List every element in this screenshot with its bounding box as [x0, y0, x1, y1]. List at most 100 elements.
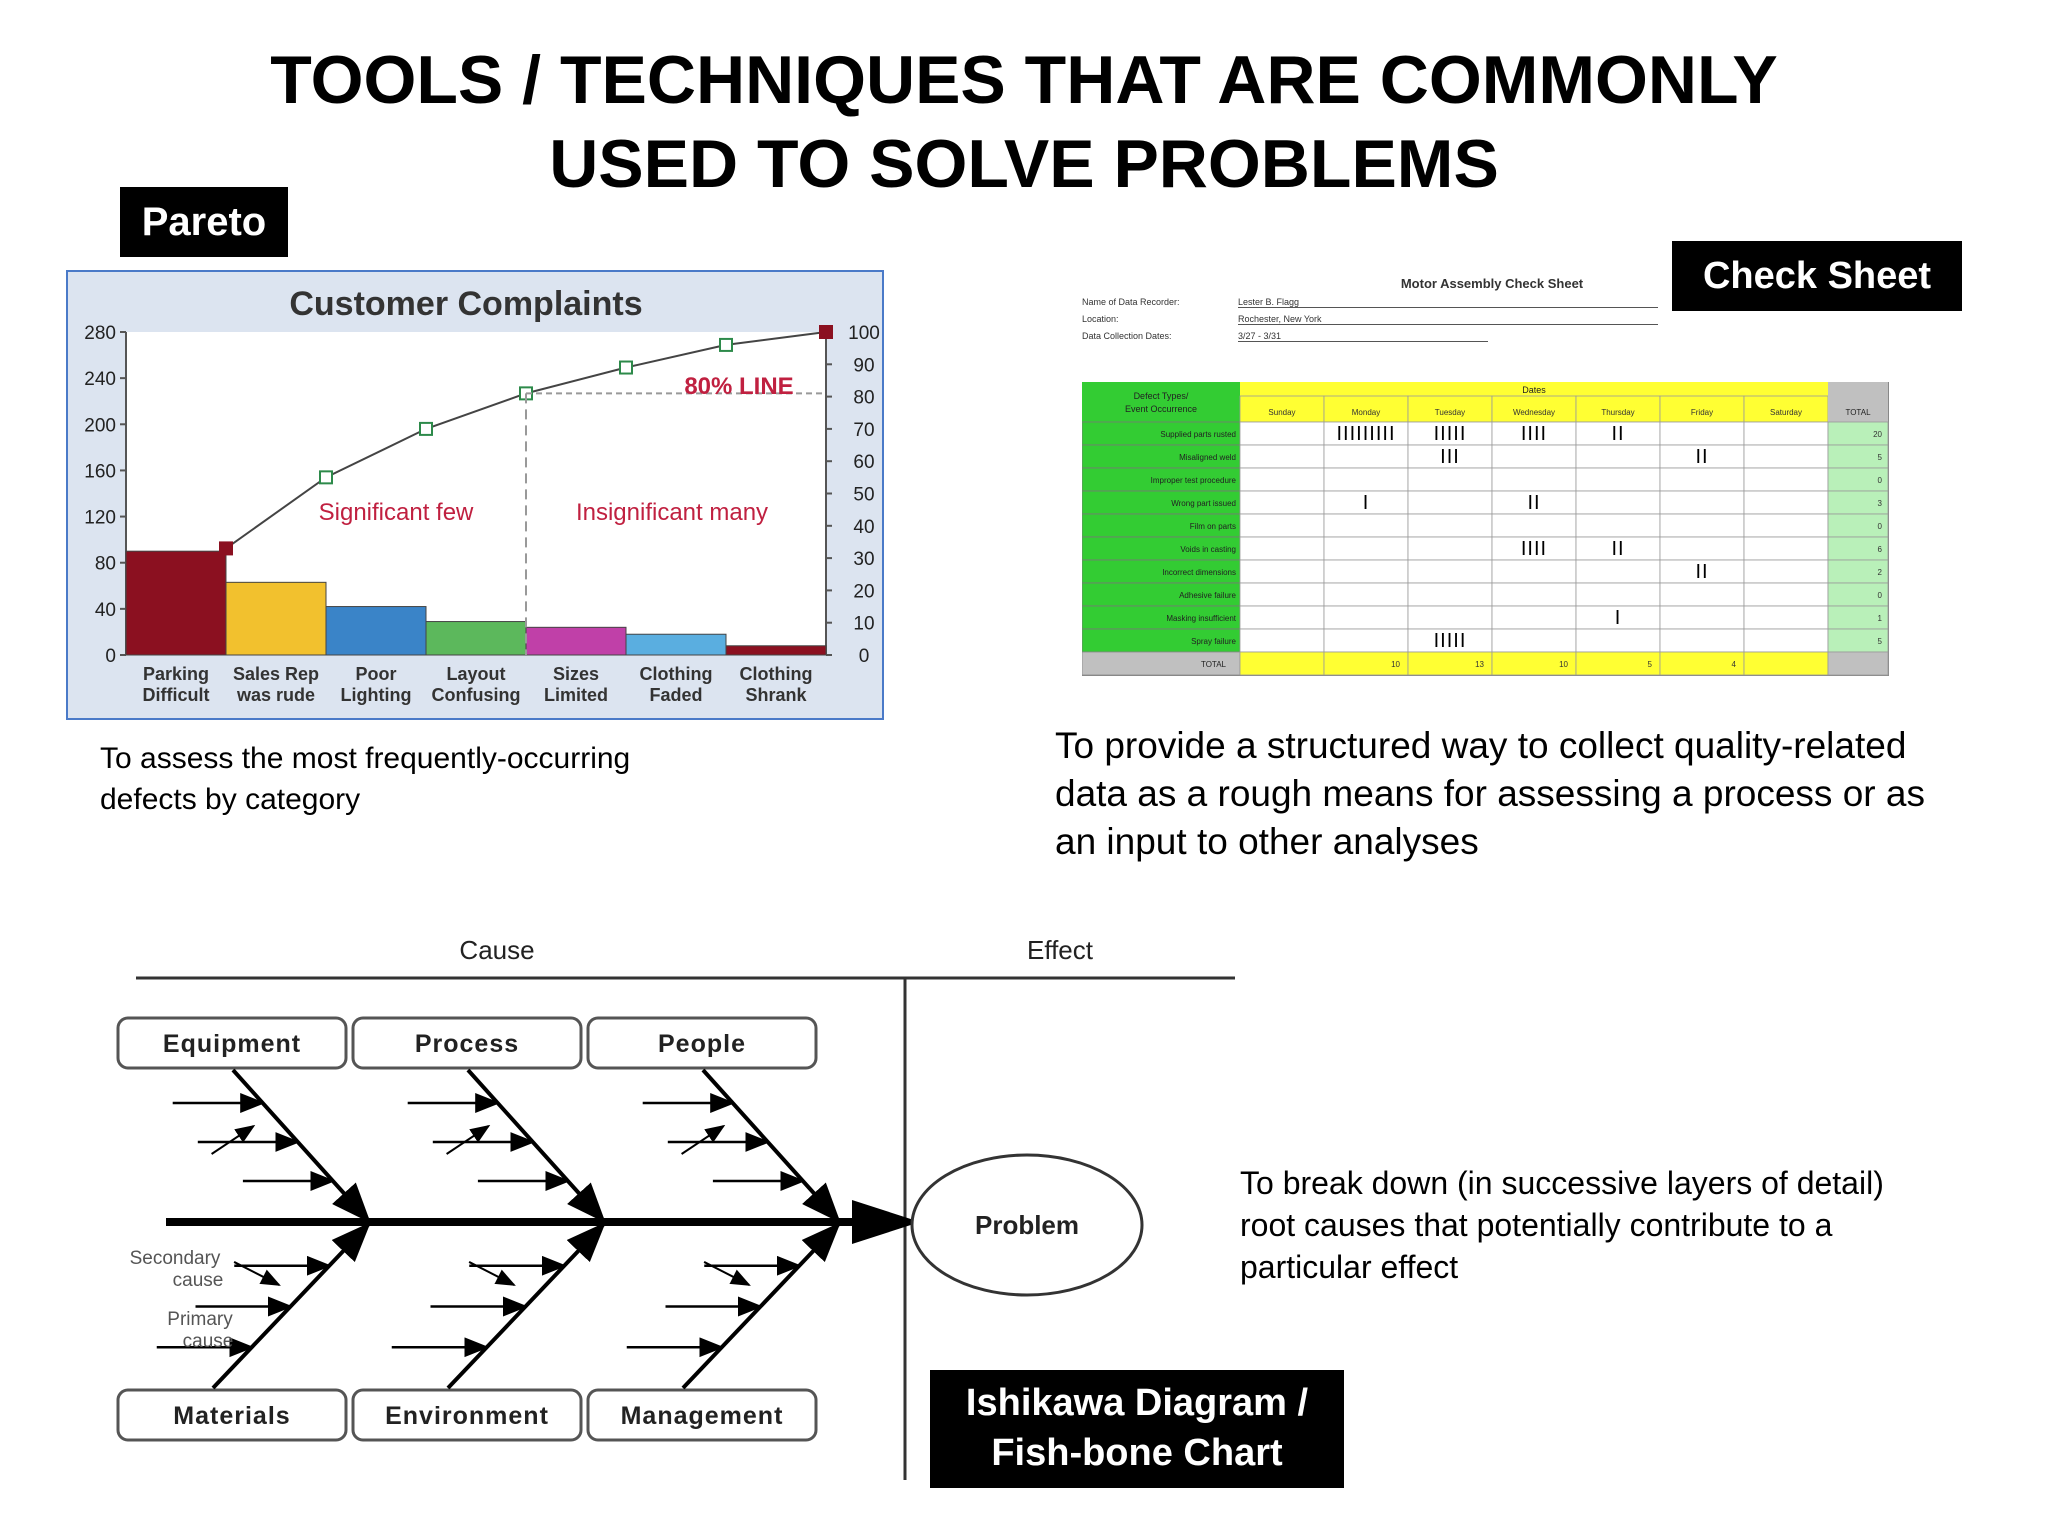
fishbone-description: To break down (in successive layers of d…: [1240, 1162, 1884, 1288]
primary-bone: [701, 1068, 841, 1223]
significant-few-label: Significant few: [319, 499, 474, 526]
header-day-cell: [1491, 395, 1577, 423]
x-tick-label-line1: Sales Rep: [233, 664, 319, 684]
header-defect-line2: Event Occurrence: [1125, 404, 1197, 414]
grand-total-cell: [1827, 651, 1889, 676]
defect-name: Adhesive failure: [1179, 591, 1236, 600]
tally-cell: [1491, 513, 1577, 538]
check-sheet-table: Defect Types/Event OccurrenceDatesSunday…: [1082, 382, 1889, 676]
tally-cell: [1659, 467, 1745, 492]
y2-tick-label: 50: [853, 485, 874, 506]
y2-tick-label: 40: [853, 517, 874, 538]
header-defect-cell: [1082, 382, 1240, 422]
total-row-label: TOTAL: [1201, 660, 1227, 669]
check-sheet-meta-value: Rochester, New York: [1238, 314, 1658, 325]
header-day-label: Thursday: [1601, 408, 1634, 417]
secondary-cause-label-line2: cause: [173, 1270, 224, 1291]
pareto-chart: Customer Complaints 04080120160200240280…: [66, 270, 884, 720]
x-tick-label-line2: was rude: [236, 685, 315, 705]
tally-cell: [1239, 444, 1325, 469]
tally-cell: [1239, 536, 1325, 561]
tally-cell: [1323, 444, 1409, 469]
tally-cell: [1407, 513, 1493, 538]
defect-name: Improper test procedure: [1151, 476, 1237, 485]
tally-marks: II: [1611, 538, 1624, 560]
tally-cell: [1743, 467, 1829, 492]
tally-cell: [1491, 628, 1577, 653]
eighty-percent-label: 80% LINE: [684, 373, 793, 400]
cumulative-point: [419, 421, 433, 436]
y2-tick-label: 80: [853, 388, 874, 409]
x-tick-label-line1: Clothing: [640, 664, 713, 684]
tally-marks: I: [1615, 607, 1622, 629]
cumulative-point: [619, 360, 633, 375]
check-sheet-meta-value: Lester B. Flagg: [1238, 297, 1658, 308]
y2-tick-label: 20: [853, 581, 874, 602]
row-total: 2: [1878, 568, 1883, 577]
tally-cell: [1323, 582, 1409, 607]
defect-name: Wrong part issued: [1171, 499, 1236, 508]
tally-cell: [1407, 467, 1493, 492]
fishbone-description-line2: root causes that potentially contribute …: [1240, 1207, 1833, 1243]
row-total: 0: [1878, 591, 1883, 600]
row-total: 0: [1878, 476, 1883, 485]
problem-label: Problem: [975, 1210, 1079, 1240]
y2-tick-label: 30: [853, 549, 874, 570]
cumulative-point: [219, 541, 233, 556]
tally-cell: [1743, 444, 1829, 469]
pareto-bar: [225, 581, 327, 656]
tally-marks: IIII: [1521, 423, 1547, 445]
tally-cell: [1323, 605, 1409, 630]
check-sheet-description-line1: To provide a structured way to collect q…: [1055, 725, 1907, 766]
x-tick-label-line1: Layout: [446, 664, 505, 684]
pareto-bar: [325, 606, 427, 656]
top-category-label: Equipment: [163, 1030, 301, 1058]
defect-name: Masking insufficient: [1166, 614, 1236, 623]
x-tick-label-line2: Faded: [649, 685, 702, 705]
pareto-description: To assess the most frequently-occurring …: [100, 738, 630, 820]
row-total: 5: [1878, 453, 1883, 462]
tally-cell: [1407, 536, 1493, 561]
y2-tick-label: 0: [859, 646, 870, 667]
x-tick-label-line1: Parking: [143, 664, 209, 684]
fishbone-label-line1: Ishikawa Diagram /: [965, 1382, 1309, 1424]
header-day-cell: [1743, 395, 1829, 423]
tally-cell: [1239, 559, 1325, 584]
header-day-cell: [1323, 395, 1409, 423]
header-dates-label: Dates: [1522, 385, 1546, 395]
tertiary-bone: [233, 1261, 281, 1286]
tally-cell: [1743, 582, 1829, 607]
y2-tick-label: 60: [853, 452, 874, 473]
tally-cell: [1491, 444, 1577, 469]
row-total: 6: [1878, 545, 1883, 554]
pareto-bar: [725, 645, 827, 656]
tally-marks: IIIII: [1434, 630, 1467, 652]
tally-cell: [1239, 421, 1325, 446]
tertiary-bone: [211, 1124, 256, 1155]
tally-marks: II: [1611, 423, 1624, 445]
header-dates-cell: [1240, 382, 1828, 396]
check-sheet-description-line3: an input to other analyses: [1055, 821, 1479, 862]
x-tick-label-line2: Lighting: [341, 685, 412, 705]
tally-cell: [1323, 513, 1409, 538]
tally-cell: [1575, 559, 1661, 584]
pareto-label: Pareto: [120, 187, 288, 257]
primary-bone: [231, 1068, 371, 1223]
tally-cell: [1743, 605, 1829, 630]
defect-name: Supplied parts rusted: [1160, 430, 1236, 439]
y-tick-label: 80: [95, 554, 116, 575]
tally-cell: [1743, 513, 1829, 538]
tally-cell: [1239, 467, 1325, 492]
tally-cell: [1407, 582, 1493, 607]
pareto-description-line1: To assess the most frequently-occurring: [100, 742, 631, 775]
header-total-label: TOTAL: [1845, 408, 1871, 417]
check-sheet: Motor Assembly Check Sheet Name of Data …: [1082, 272, 1894, 682]
pareto-bar: [125, 550, 227, 656]
x-tick-label-line1: Poor: [355, 664, 396, 684]
secondary-cause-label-line1: Secondary: [130, 1248, 221, 1269]
tally-cell: [1659, 513, 1745, 538]
tally-cell: [1491, 559, 1577, 584]
tally-cell: [1575, 467, 1661, 492]
check-sheet-meta-key: Location:: [1082, 314, 1119, 324]
check-sheet-meta-row: Location: Rochester, New York: [1082, 314, 1662, 330]
